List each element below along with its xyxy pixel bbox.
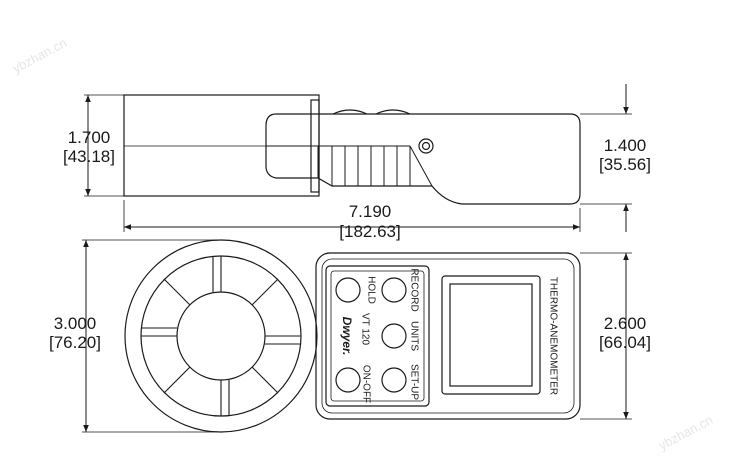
lcd-display-bezel [441, 275, 541, 395]
on-off-label: ON-OFF [360, 365, 371, 403]
brand-logo: Dwyer. [340, 317, 354, 356]
fan-hub [176, 291, 266, 381]
dim-label-3-000: 3.000 [76.20] [30, 314, 120, 352]
fan-spokes [141, 256, 301, 416]
dim-label-2-600: 2.600 [66.04] [580, 314, 670, 352]
model-label: VT 120 [359, 313, 370, 345]
set-up-button[interactable] [381, 367, 407, 393]
on-off-button[interactable] [335, 367, 361, 393]
dim-3-000-inch: 3.000 [53, 314, 97, 333]
side-sensor-jack [418, 138, 434, 154]
side-body-outline [265, 113, 581, 205]
units-button[interactable] [381, 323, 407, 349]
dim-label-1-700: 1.700 [43.18] [44, 128, 134, 166]
hold-label: HOLD [365, 276, 376, 304]
meter-body [315, 252, 581, 420]
dim-3-000-mm: [76.20] [49, 333, 101, 352]
dim-1-400-mm: [35.56] [599, 155, 651, 174]
dim-label-182-63: [182.63] [320, 222, 420, 241]
dim-1-400-inch: 1.400 [603, 136, 647, 155]
keypad-panel-inner [330, 270, 425, 402]
device-name-label: THERMO-ANEMOMETER [547, 277, 558, 395]
side-dimension-arrows [85, 84, 629, 232]
dim-label-7-190: 7.190 [320, 202, 420, 221]
dim-1-700-inch: 1.700 [67, 128, 111, 147]
side-grip-ribs [266, 145, 433, 187]
record-button[interactable] [381, 277, 407, 303]
set-up-label: SET-UP [408, 364, 419, 400]
dim-7-190-inch: 7.190 [348, 202, 392, 221]
hold-button[interactable] [335, 277, 361, 303]
side-view [84, 94, 632, 232]
dim-label-1-400: 1.400 [35.56] [580, 136, 670, 174]
front-view-labels: HOLD RECORD UNITS ON-OFF SET-UP VT 120 D… [340, 268, 559, 403]
side-sensor-jack-inner [421, 141, 431, 151]
dim-2-600-inch: 2.600 [603, 314, 647, 333]
dim-7-190-mm: [182.63] [339, 222, 401, 241]
side-top-buttons [332, 109, 411, 115]
lcd-display [449, 283, 533, 387]
meter-body-inner [321, 258, 575, 414]
keypad-panel [325, 265, 430, 407]
front-dimension-lines [82, 239, 632, 433]
units-label: UNITS [408, 321, 419, 351]
dim-2-600-mm: [66.04] [599, 333, 651, 352]
record-label: RECORD [408, 268, 419, 311]
dim-1-700-mm: [43.18] [63, 147, 115, 166]
